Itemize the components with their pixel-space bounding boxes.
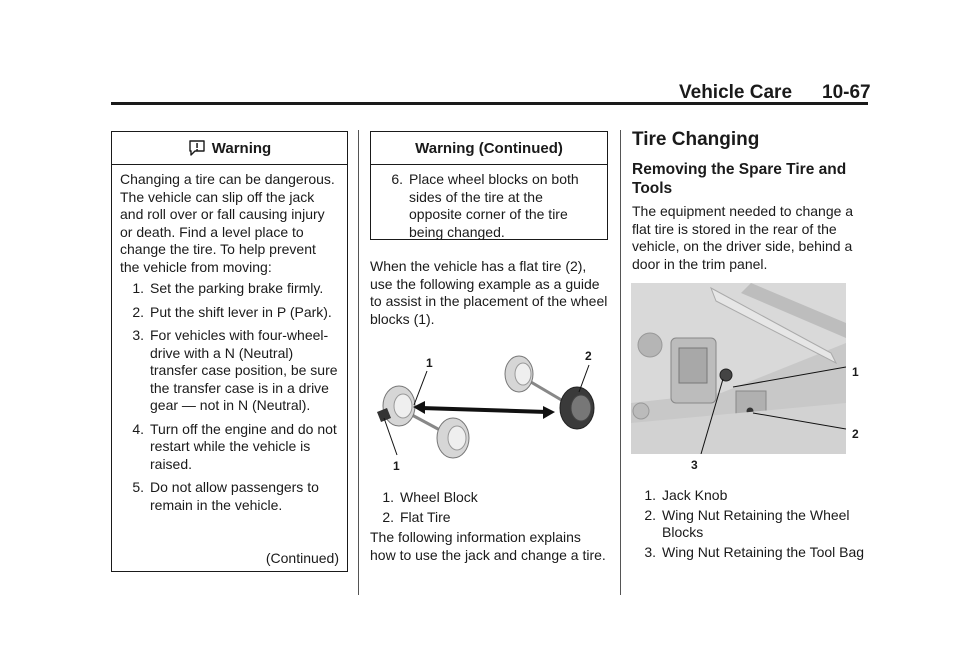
- list-item: 2.Wing Nut Retaining the Wheel Blocks: [644, 506, 850, 541]
- warning-steps: 1.Set the parking brake firmly. 2.Put th…: [120, 280, 339, 514]
- trim-panel-figure: [631, 283, 846, 454]
- leader-line-3: [700, 378, 724, 454]
- warning-intro: Changing a tire can be dangerous. The ve…: [120, 171, 335, 275]
- tire-rear-left: [504, 355, 534, 393]
- warning-title: Warning: [211, 139, 272, 157]
- warning-body: Changing a tire can be dangerous. The ve…: [112, 165, 347, 514]
- tire-changing-title: Tire Changing: [632, 129, 760, 150]
- wheel-block: [377, 408, 391, 422]
- section-title-header: Vehicle Care: [679, 82, 793, 103]
- continued-label: (Continued): [265, 549, 339, 566]
- warning-icon: [189, 140, 205, 156]
- list-item: 3.Wing Nut Retaining the Tool Bag: [644, 543, 865, 560]
- list-item: 1.Wheel Block: [382, 489, 478, 505]
- direction-arrow: [420, 406, 548, 414]
- wheel-block-paragraph: When the vehicle has a flat tire (2), us…: [370, 258, 608, 327]
- figure-label-2: 2: [852, 427, 859, 441]
- page-number: 10-67: [822, 82, 871, 103]
- warning-continued-body: 6.Place wheel blocks on both sides of th…: [371, 165, 607, 241]
- list-item: 5.Do not allow passengers to remain in t…: [132, 479, 319, 513]
- column-divider-left: [358, 130, 359, 595]
- warning-continued-title: Warning (Continued): [371, 132, 607, 165]
- wheel-block-figure: [369, 340, 609, 480]
- leader-line-1: [732, 366, 846, 388]
- column-divider-right: [620, 130, 621, 595]
- list-item: 1.Jack Knob: [644, 487, 728, 503]
- figure-label-block-bottom: 1: [393, 459, 400, 473]
- warning-continued-box: Warning (Continued) 6.Place wheel blocks…: [370, 131, 608, 240]
- arrow-head-left: [413, 401, 425, 414]
- list-item: 2.Flat Tire: [382, 508, 451, 525]
- figure-label-3: 3: [691, 458, 698, 472]
- figure-label-flat-tire: 2: [585, 349, 592, 363]
- figure-label-block-top: 1: [426, 356, 433, 370]
- trim-knob: [637, 332, 663, 358]
- removing-spare-subtitle: Removing the Spare Tire and Tools: [632, 161, 847, 197]
- list-item: 4.Turn off the engine and do not restart…: [132, 420, 337, 472]
- list-item: 1.Set the parking brake firmly.: [132, 280, 324, 296]
- tire-front-left: [382, 385, 416, 427]
- flat-tire: [559, 386, 595, 430]
- leader-line-2: [752, 412, 846, 430]
- leader-line-2: [578, 364, 590, 393]
- arrow-head-right: [543, 406, 555, 419]
- figure-label-1: 1: [852, 365, 859, 379]
- leader-line-1: [413, 370, 428, 406]
- warning-box: Warning Changing a tire can be dangerous…: [111, 131, 348, 572]
- leader-line-3: [383, 417, 398, 456]
- trim-figure-legend: 1.Jack Knob 2.Wing Nut Retaining the Whe…: [632, 487, 867, 563]
- wheel-figure-legend: 1.Wheel Block 2.Flat Tire: [370, 489, 610, 528]
- warning-title-bar: Warning: [112, 132, 347, 165]
- closing-paragraph: The following information explains how t…: [370, 529, 606, 563]
- header-rule: [111, 102, 868, 105]
- jack-knob: [719, 368, 733, 382]
- spare-tire-paragraph: The equipment needed to change a flat ti…: [632, 203, 854, 272]
- list-item: 2.Put the shift lever in P (Park).: [132, 303, 332, 320]
- list-item: 3.For vehicles with four-wheel-drive wit…: [132, 327, 338, 413]
- list-item: 6.Place wheel blocks on both sides of th…: [391, 171, 579, 240]
- tire-front-right: [436, 417, 470, 459]
